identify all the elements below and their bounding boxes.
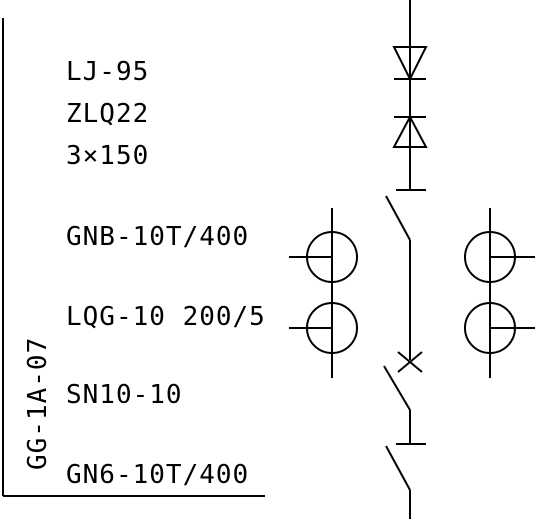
label-cable-spec: 3×150: [66, 141, 149, 171]
current-transformer-left-icon: [289, 208, 358, 378]
cable-terminal-icon: [392, 46, 428, 148]
label-circuit-breaker: SN10-10: [66, 380, 183, 410]
disconnector-blade-lower: [385, 445, 411, 491]
breaker-contact-icon: [397, 351, 423, 373]
label-disconnector-gnb: GNB-10T/400: [66, 222, 249, 252]
cabinet-code: GG-1A-07: [23, 337, 53, 470]
current-transformer-right-icon: [464, 208, 535, 378]
circuit-breaker-blade: [383, 365, 411, 411]
label-current-transformer: LQG-10 200/5: [66, 302, 266, 332]
label-cable-lj95: LJ-95: [66, 57, 149, 87]
disconnector-blade-upper: [385, 195, 411, 241]
label-disconnector-gn6: GN6-10T/400: [66, 460, 249, 490]
label-cable-zlq22: ZLQ22: [66, 99, 149, 129]
